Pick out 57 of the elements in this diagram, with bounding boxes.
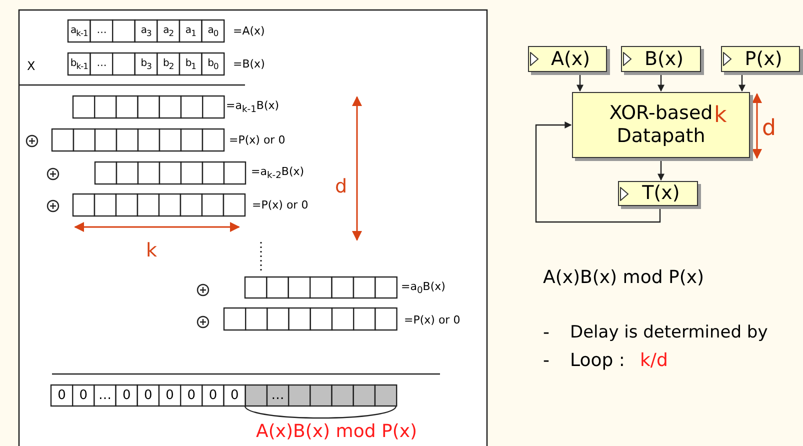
label-text: k [146, 242, 158, 260]
arrow [535, 122, 661, 223]
cell-text: b$_{k-1}$ [69, 57, 89, 73]
label-text: A(x)B(x) mod P(x) [256, 423, 418, 441]
label-text: =a$_{0}$B(x) [401, 280, 446, 296]
arrow [658, 159, 664, 181]
label-text: =a$_{k-1}$B(x) [226, 100, 280, 114]
cell-text: a$_{2}$ [162, 24, 175, 40]
node-text: A(x) [550, 48, 590, 70]
label-text: =P(x) or 0 [404, 314, 460, 326]
register-box [721, 46, 800, 72]
node-text: P(x) [744, 48, 782, 70]
node-text: B(x) [643, 48, 684, 70]
label-text: =A(x) [233, 26, 265, 36]
label-text: Delay is determined by [570, 324, 768, 342]
label-text: A(x)B(x) mod P(x) [543, 269, 704, 287]
cell-text: … [96, 57, 108, 71]
label-text: - [543, 324, 550, 342]
label-text: =P(x) or 0 [252, 200, 308, 210]
label-text: =P(x) or 0 [229, 134, 286, 146]
register-box [528, 46, 607, 72]
label-text: X [27, 60, 36, 72]
cell-text: 0 [78, 387, 89, 405]
register-box [618, 181, 698, 206]
arrow [576, 73, 584, 92]
cell-text: 0 [186, 387, 197, 405]
label-text: k [714, 105, 727, 127]
node-text: XOR-based Datapath [608, 102, 714, 148]
label-text: Loop : [570, 352, 625, 370]
cell-text: b$_{0}$ [206, 57, 220, 73]
cell-text: a$_{3}$ [140, 24, 152, 40]
cell-text: a$_{1}$ [184, 24, 197, 40]
label-text: =a$_{k-2}$B(x) [251, 166, 304, 180]
label-text: d [762, 118, 776, 140]
cell-text: … [97, 387, 112, 405]
cell-text: … [96, 24, 108, 38]
process-box [572, 92, 750, 158]
label-text: d [335, 178, 348, 196]
cell-text: b$_{1}$ [184, 57, 197, 73]
cell-text: b$_{3}$ [140, 57, 152, 73]
cell-text: 0 [143, 387, 154, 405]
label-text: =B(x) [233, 58, 265, 70]
cell-text: 0 [121, 387, 132, 405]
node-text: T(x) [641, 182, 680, 205]
label-text: - [543, 352, 550, 370]
cell-text: 0 [56, 387, 67, 405]
cell-text: 0 [208, 387, 218, 405]
arrow [738, 73, 746, 92]
cell-text: a$_{k-1}$ [70, 24, 89, 40]
label-text: k/d [640, 352, 668, 370]
cell-text: 0 [229, 387, 240, 405]
cell-text: b$_{2}$ [162, 57, 175, 73]
register-box [621, 46, 701, 72]
arrow [658, 73, 664, 92]
cell-text: 0 [164, 387, 175, 405]
cell-text: … [270, 387, 286, 405]
cell-text: a$_{0}$ [206, 24, 220, 40]
